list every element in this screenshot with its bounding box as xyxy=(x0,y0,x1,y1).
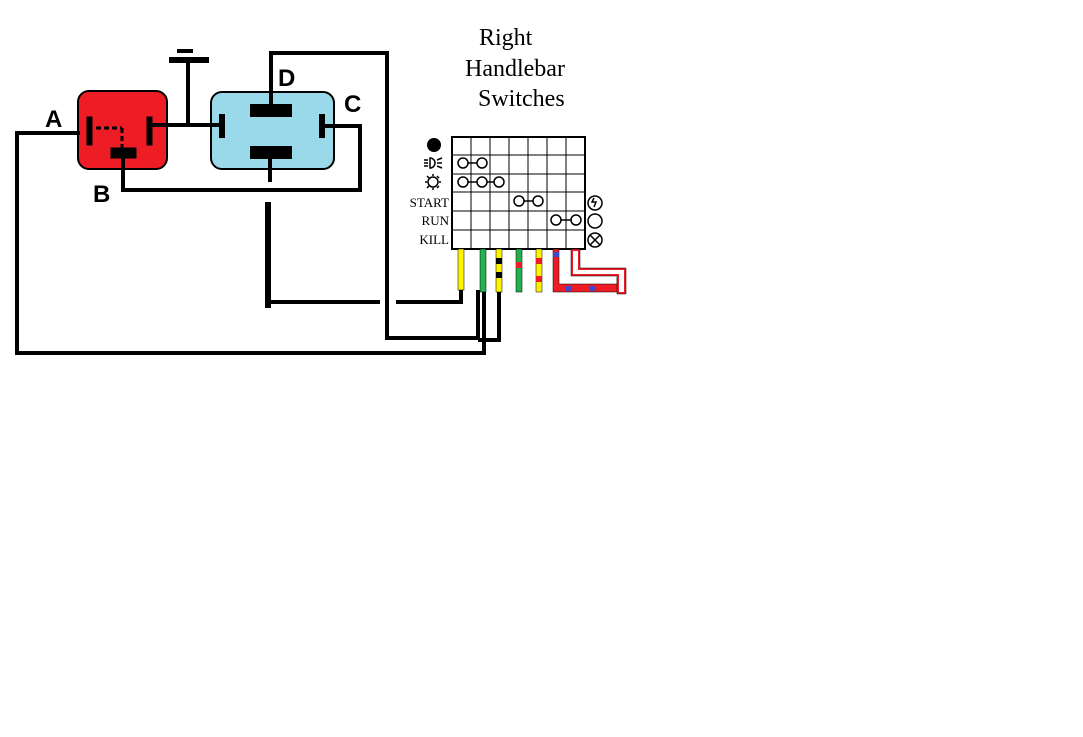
continuity-marks xyxy=(457,157,582,226)
label-b: B xyxy=(93,181,110,208)
row-label-kill: KILL xyxy=(419,232,449,247)
harness-wires xyxy=(457,248,627,295)
kill-circle-icon xyxy=(587,232,603,248)
relay-left-contacts xyxy=(86,116,153,159)
wire-green xyxy=(479,248,487,293)
title-line-1: Right xyxy=(479,25,533,51)
wire-yellow xyxy=(457,248,465,291)
headlight-icon xyxy=(424,157,443,169)
title-line-2: Handlebar xyxy=(465,56,565,82)
label-c: C xyxy=(344,91,361,118)
run-circle-icon xyxy=(587,213,603,229)
switch-grid xyxy=(451,136,586,250)
relay-right-contacts xyxy=(219,104,325,159)
wire-yellow-black xyxy=(495,248,503,293)
title-line-3: Switches xyxy=(478,86,565,112)
filled-circle-icon xyxy=(427,138,441,152)
row-label-start: START xyxy=(410,195,449,210)
wire-green-red xyxy=(515,248,523,293)
row-label-run: RUN xyxy=(422,213,450,228)
wire-yellow-red xyxy=(535,248,543,293)
position-light-icon xyxy=(425,174,441,190)
ground-icon xyxy=(169,49,209,125)
label-d: D xyxy=(278,65,295,92)
label-a: A xyxy=(45,106,62,133)
wires xyxy=(15,51,501,355)
starter-symbol-icon xyxy=(587,195,603,211)
